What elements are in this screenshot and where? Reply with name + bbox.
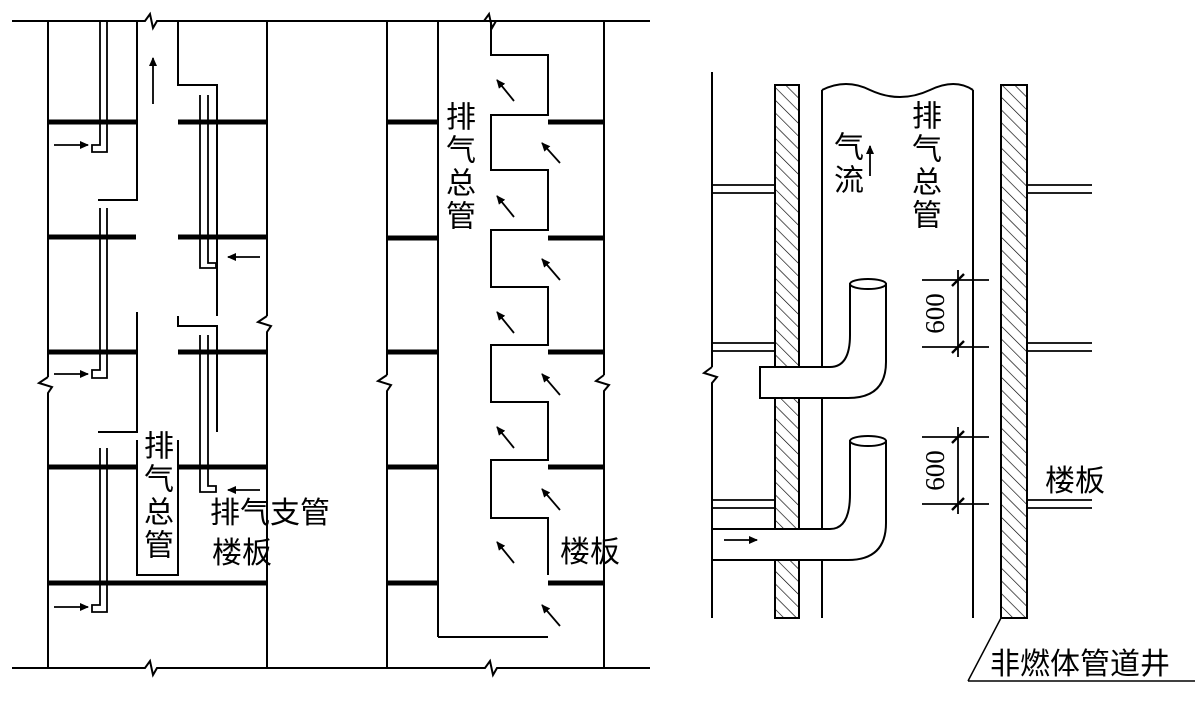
right-wall-break: [255, 315, 273, 668]
airflow-arrows-left: [54, 57, 260, 611]
branch-elbow-lower: [711, 435, 887, 561]
airflow-arrows-middle: [496, 79, 561, 627]
label-floor-slab-left: 楼板: [212, 536, 272, 571]
left-wall-break: [36, 376, 54, 668]
riser-break-top: [821, 83, 974, 98]
main-riser-left-mid: [98, 312, 138, 433]
top-break-line: [12, 11, 650, 31]
main-riser-right-top: [177, 21, 218, 316]
main-riser-bottom: [136, 440, 179, 576]
dimension-lines: [922, 270, 989, 514]
main-riser-left-top: [98, 21, 138, 201]
label-main-pipe-left: 排气总管: [138, 430, 173, 562]
label-main-pipe-right: 排气总管: [906, 100, 941, 232]
floor-slabs-left: [48, 119, 267, 586]
floor-slabs-middle: [387, 119, 604, 586]
left-diagram: [12, 11, 650, 678]
dimension-600-upper: 600: [919, 293, 950, 334]
label-floor-slab-middle: 楼板: [560, 535, 620, 570]
label-airflow: 气流: [828, 131, 863, 197]
bottom-break-line: [12, 658, 650, 678]
floor-slabs-right: [712, 184, 1092, 509]
middle-diagram: [375, 11, 650, 668]
label-branch-pipe: 排气支管: [210, 496, 330, 531]
right-diagram: [701, 72, 1195, 682]
branch-pipes: [91, 21, 217, 613]
label-noncombustible-shaft: 非燃体管道井: [990, 647, 1170, 682]
dimension-600-lower: 600: [919, 450, 950, 491]
shaft-wall-right: [1000, 84, 1028, 619]
label-floor-slab-right: 楼板: [1045, 464, 1105, 499]
main-riser-right-mid: [177, 316, 218, 432]
stepped-main-pipe: [490, 21, 549, 575]
branch-elbow-upper: [759, 278, 887, 399]
label-main-pipe-middle: 排气总管: [440, 101, 475, 233]
